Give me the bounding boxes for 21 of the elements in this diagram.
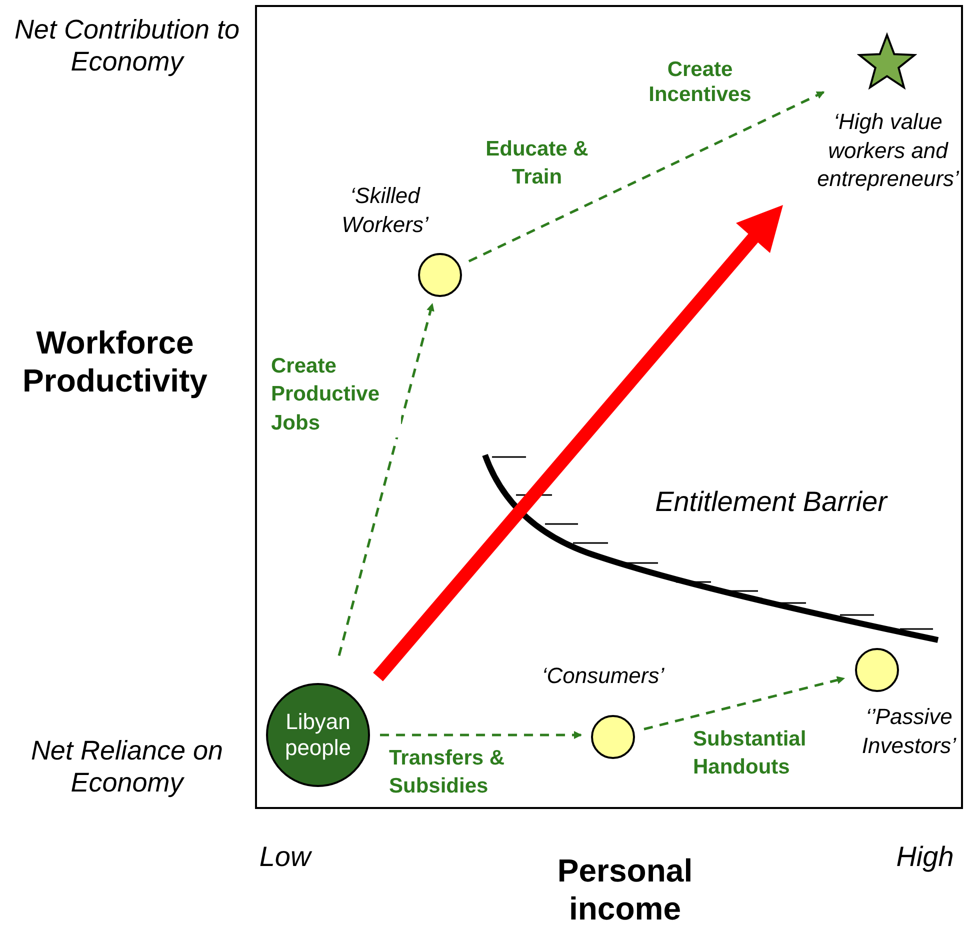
step-label: Create Incentives	[648, 56, 752, 108]
axis-title: Personal income	[556, 852, 694, 928]
node-label: Libyan people	[284, 708, 352, 762]
node-caption: ‘’Passive Investors’	[860, 703, 958, 760]
axis-label: Net Reliance on Economy	[30, 734, 224, 800]
circle-marker	[591, 715, 635, 759]
node-caption: ‘Skilled Workers’	[340, 182, 430, 239]
axis-label: Net Contribution to Economy	[13, 14, 241, 78]
dashed-arrow	[644, 676, 846, 730]
node-caption: ‘High value workers and entrepreneurs’	[816, 108, 960, 194]
dashed-arrow	[338, 303, 434, 656]
axis-label: Low	[258, 840, 314, 874]
circle-marker	[418, 253, 462, 297]
axis-label: Entitlement Barrier	[654, 485, 889, 519]
axis-label: High	[895, 840, 955, 874]
node-caption: ‘Consumers’	[540, 662, 666, 690]
axis-title: Workforce Productivity	[22, 324, 208, 400]
circle-marker	[855, 648, 899, 692]
star-icon	[857, 32, 917, 92]
dashed-arrow	[380, 731, 582, 739]
dashed-arrow	[468, 90, 825, 262]
